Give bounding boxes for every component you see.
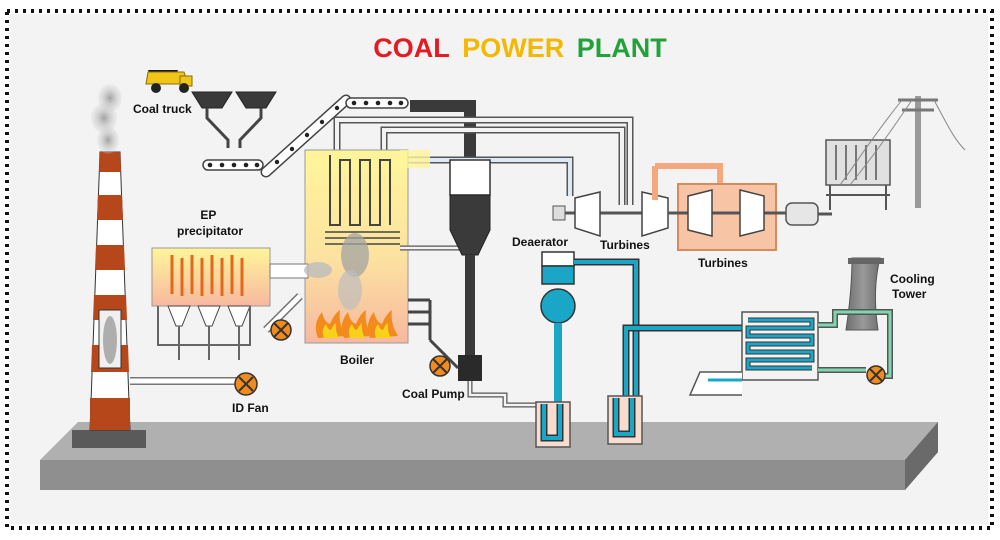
cooling-water-loop xyxy=(818,309,893,379)
id-fan-label: ID Fan xyxy=(232,401,269,415)
deaerator xyxy=(540,251,576,403)
hp-turbines xyxy=(552,191,680,238)
ep-fan xyxy=(270,319,292,341)
u-tube-right xyxy=(607,395,643,445)
coal-bunker xyxy=(449,159,491,381)
cooling-label-line2: Tower xyxy=(892,287,927,301)
page-title: COAL POWER PLANT xyxy=(373,33,667,63)
coal-pump xyxy=(429,355,451,377)
generator-icon xyxy=(785,202,832,226)
ep-label-line2: precipitator xyxy=(177,224,243,238)
chimney xyxy=(72,151,146,448)
ep-label-line1: EP xyxy=(200,208,216,222)
title-word-power: POWER xyxy=(462,33,564,63)
boiler-flames xyxy=(315,310,398,338)
coal-chute xyxy=(410,100,476,160)
coal-hoppers xyxy=(191,91,277,148)
coal-pump-label: Coal Pump xyxy=(402,387,465,401)
flue-gas-duct xyxy=(263,262,332,333)
title-word-coal: COAL xyxy=(373,33,450,63)
hp-turbines-label: Turbines xyxy=(600,238,650,252)
boiler-label: Boiler xyxy=(340,353,374,367)
dotted-frame xyxy=(5,9,994,530)
deaerator-label: Deaerator xyxy=(512,235,568,249)
power-pole-icon xyxy=(839,96,966,208)
title-word-plant: PLANT xyxy=(577,33,667,63)
chimney-smoke xyxy=(91,84,122,154)
feed-water-pipes xyxy=(574,258,745,412)
cooling-tower-label: Cooling Tower xyxy=(890,272,938,301)
cooling-pump-icon xyxy=(866,365,886,385)
coal-truck-icon xyxy=(145,70,193,93)
ep-precipitator xyxy=(151,247,271,360)
lp-turbines xyxy=(652,163,790,251)
condenser xyxy=(688,311,819,396)
boiler-smoke xyxy=(338,233,369,310)
coal-truck-label: Coal truck xyxy=(133,102,192,116)
u-tube-left xyxy=(535,401,571,448)
lp-turbines-label: Turbines xyxy=(698,256,748,270)
conveyor-belts xyxy=(202,94,409,178)
ep-label: EP precipitator xyxy=(177,208,243,238)
id-fan-icon xyxy=(234,372,258,396)
cooling-label-line1: Cooling xyxy=(890,272,935,286)
ground-slab xyxy=(40,422,938,490)
coal-feed-pipes xyxy=(408,298,460,370)
transformer-icon xyxy=(825,139,891,210)
